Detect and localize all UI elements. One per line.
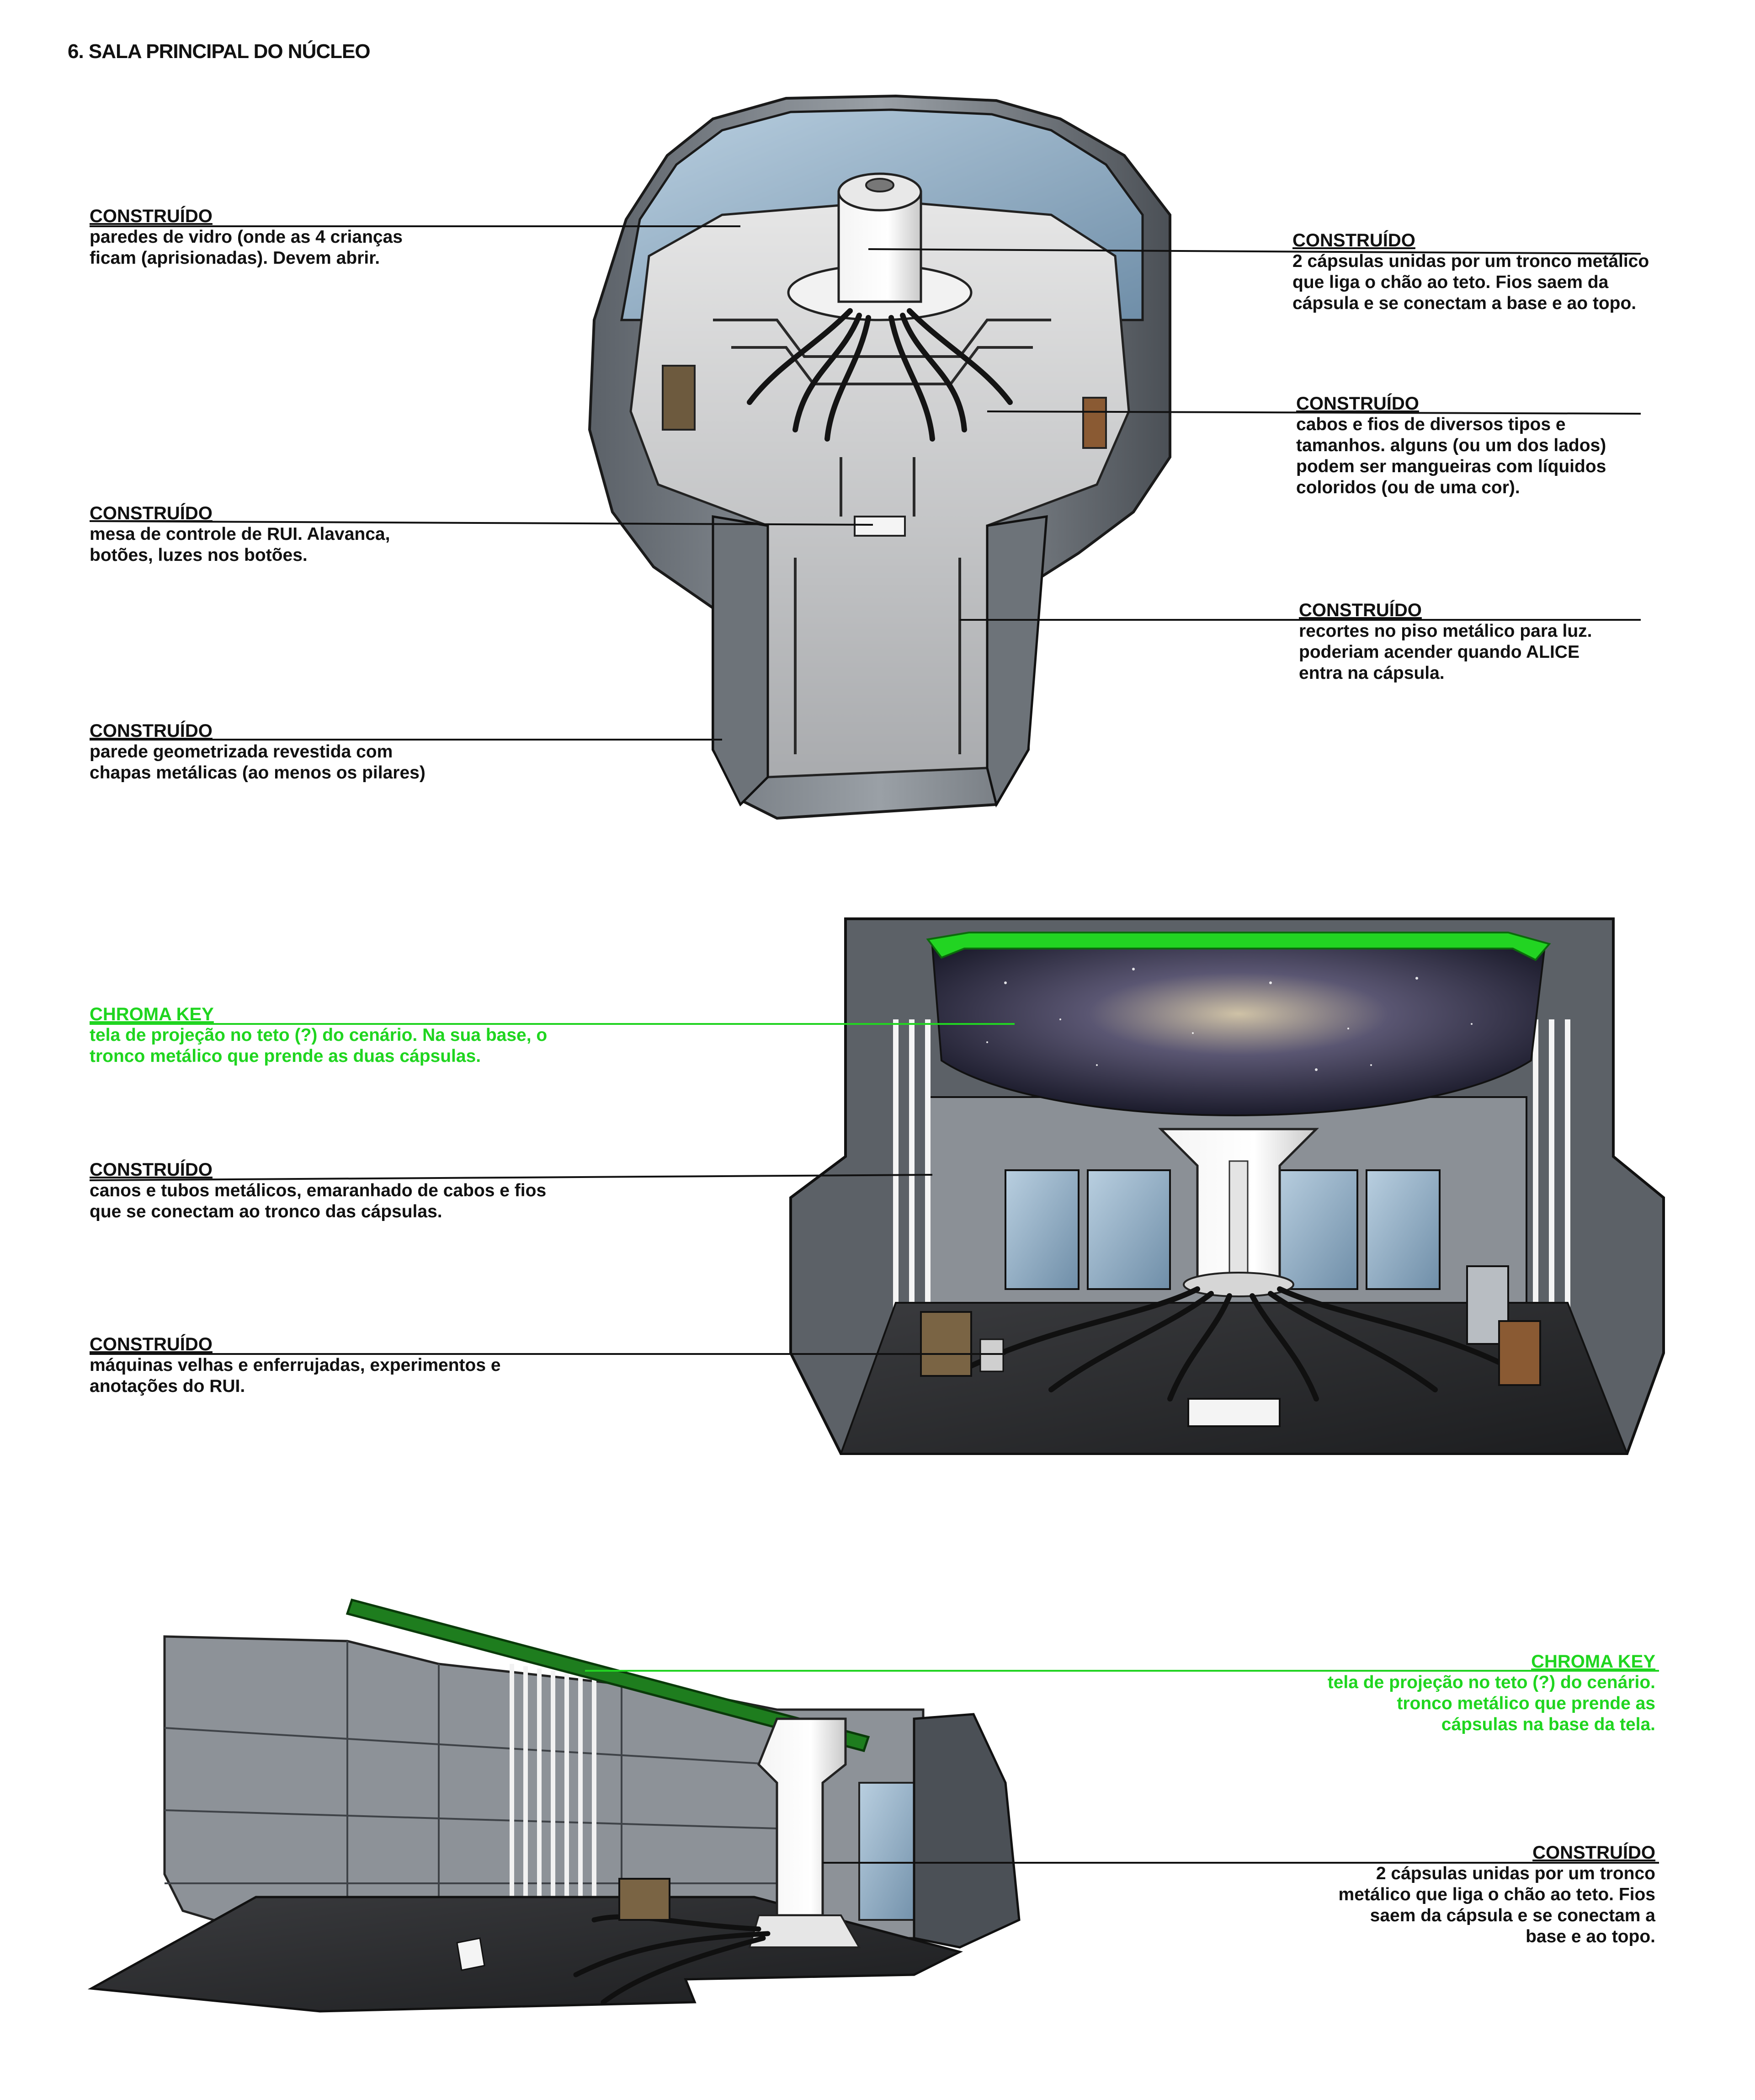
note-cables: CONSTRUÍDO cabos e fios de diversos tipo… [1296, 393, 1606, 498]
note-glass-walls: CONSTRUÍDO paredes de vidro (onde as 4 c… [90, 206, 403, 269]
note-heading: CONSTRUÍDO [90, 206, 213, 226]
note-heading: CONSTRUÍDO [1532, 1843, 1655, 1863]
note-pipes: CONSTRUÍDO canos e tubos metálicos, emar… [90, 1159, 546, 1222]
note-text: tela de projeção no teto (?) do cenário.… [90, 1025, 548, 1066]
note-text: máquinas velhas e enferrujadas, experime… [90, 1355, 501, 1396]
note-capsules-side: CONSTRUÍDO 2 cápsulas unidas por um tron… [1339, 1842, 1655, 1947]
page-title: 6. SALA PRINCIPAL DO NÚCLEO [68, 40, 371, 63]
note-text: canos e tubos metálicos, emaranhado de c… [90, 1181, 547, 1221]
note-floor-cutouts: CONSTRUÍDO recortes no piso metálico par… [1299, 600, 1592, 684]
callout-line-cables [987, 410, 1641, 415]
callout-lines [89, 225, 1659, 1864]
note-text: 2 cápsulas unidas por um tronco metálico… [1338, 1864, 1655, 1946]
note-text: recortes no piso metálico para luz. pode… [1299, 621, 1592, 683]
note-heading: CHROMA KEY [1531, 1652, 1655, 1672]
note-capsules: CONSTRUÍDO 2 cápsulas unidas por um tron… [1292, 230, 1649, 314]
note-chroma-key-front: CHROMA KEY tela de projeção no teto (?) … [90, 1004, 547, 1067]
note-text: cabos e fios de diversos tipos e tamanho… [1296, 415, 1606, 497]
note-text: paredes de vidro (onde as 4 crianças fic… [90, 227, 403, 268]
note-text: parede geometrizada revestida com chapas… [90, 742, 425, 783]
note-heading: CONSTRUÍDO [90, 1160, 213, 1180]
note-heading: CONSTRUÍDO [90, 503, 213, 523]
note-text: tela de projeção no teto (?) do cenário.… [1327, 1673, 1655, 1734]
callout-line-capsules [868, 248, 1641, 255]
note-heading: CHROMA KEY [90, 1004, 214, 1024]
note-heading: CONSTRUÍDO [1299, 600, 1422, 620]
top-view-drawing [588, 94, 1171, 820]
note-chroma-key-side: CHROMA KEY tela de projeção no teto (?) … [1328, 1651, 1655, 1735]
note-heading: CONSTRUÍDO [90, 721, 213, 741]
note-control-desk: CONSTRUÍDO mesa de controle de RUI. Alav… [90, 503, 390, 566]
note-machines: CONSTRUÍDO máquinas velhas e enferrujada… [90, 1334, 501, 1397]
note-heading: CONSTRUÍDO [1292, 230, 1415, 251]
side-view-drawing [87, 1598, 1021, 2013]
callout-line-pipes [89, 1174, 933, 1181]
note-geometric-wall: CONSTRUÍDO parede geometrizada revestida… [90, 720, 425, 784]
note-heading: CONSTRUÍDO [90, 1334, 213, 1354]
note-text: 2 cápsulas unidas por um tronco metálico… [1292, 251, 1649, 313]
callout-line-control-desk [89, 520, 873, 526]
note-heading: CONSTRUÍDO [1296, 394, 1419, 414]
front-view-drawing [789, 917, 1665, 1455]
note-text: mesa de controle de RUI. Alavanca, botõe… [90, 524, 390, 565]
